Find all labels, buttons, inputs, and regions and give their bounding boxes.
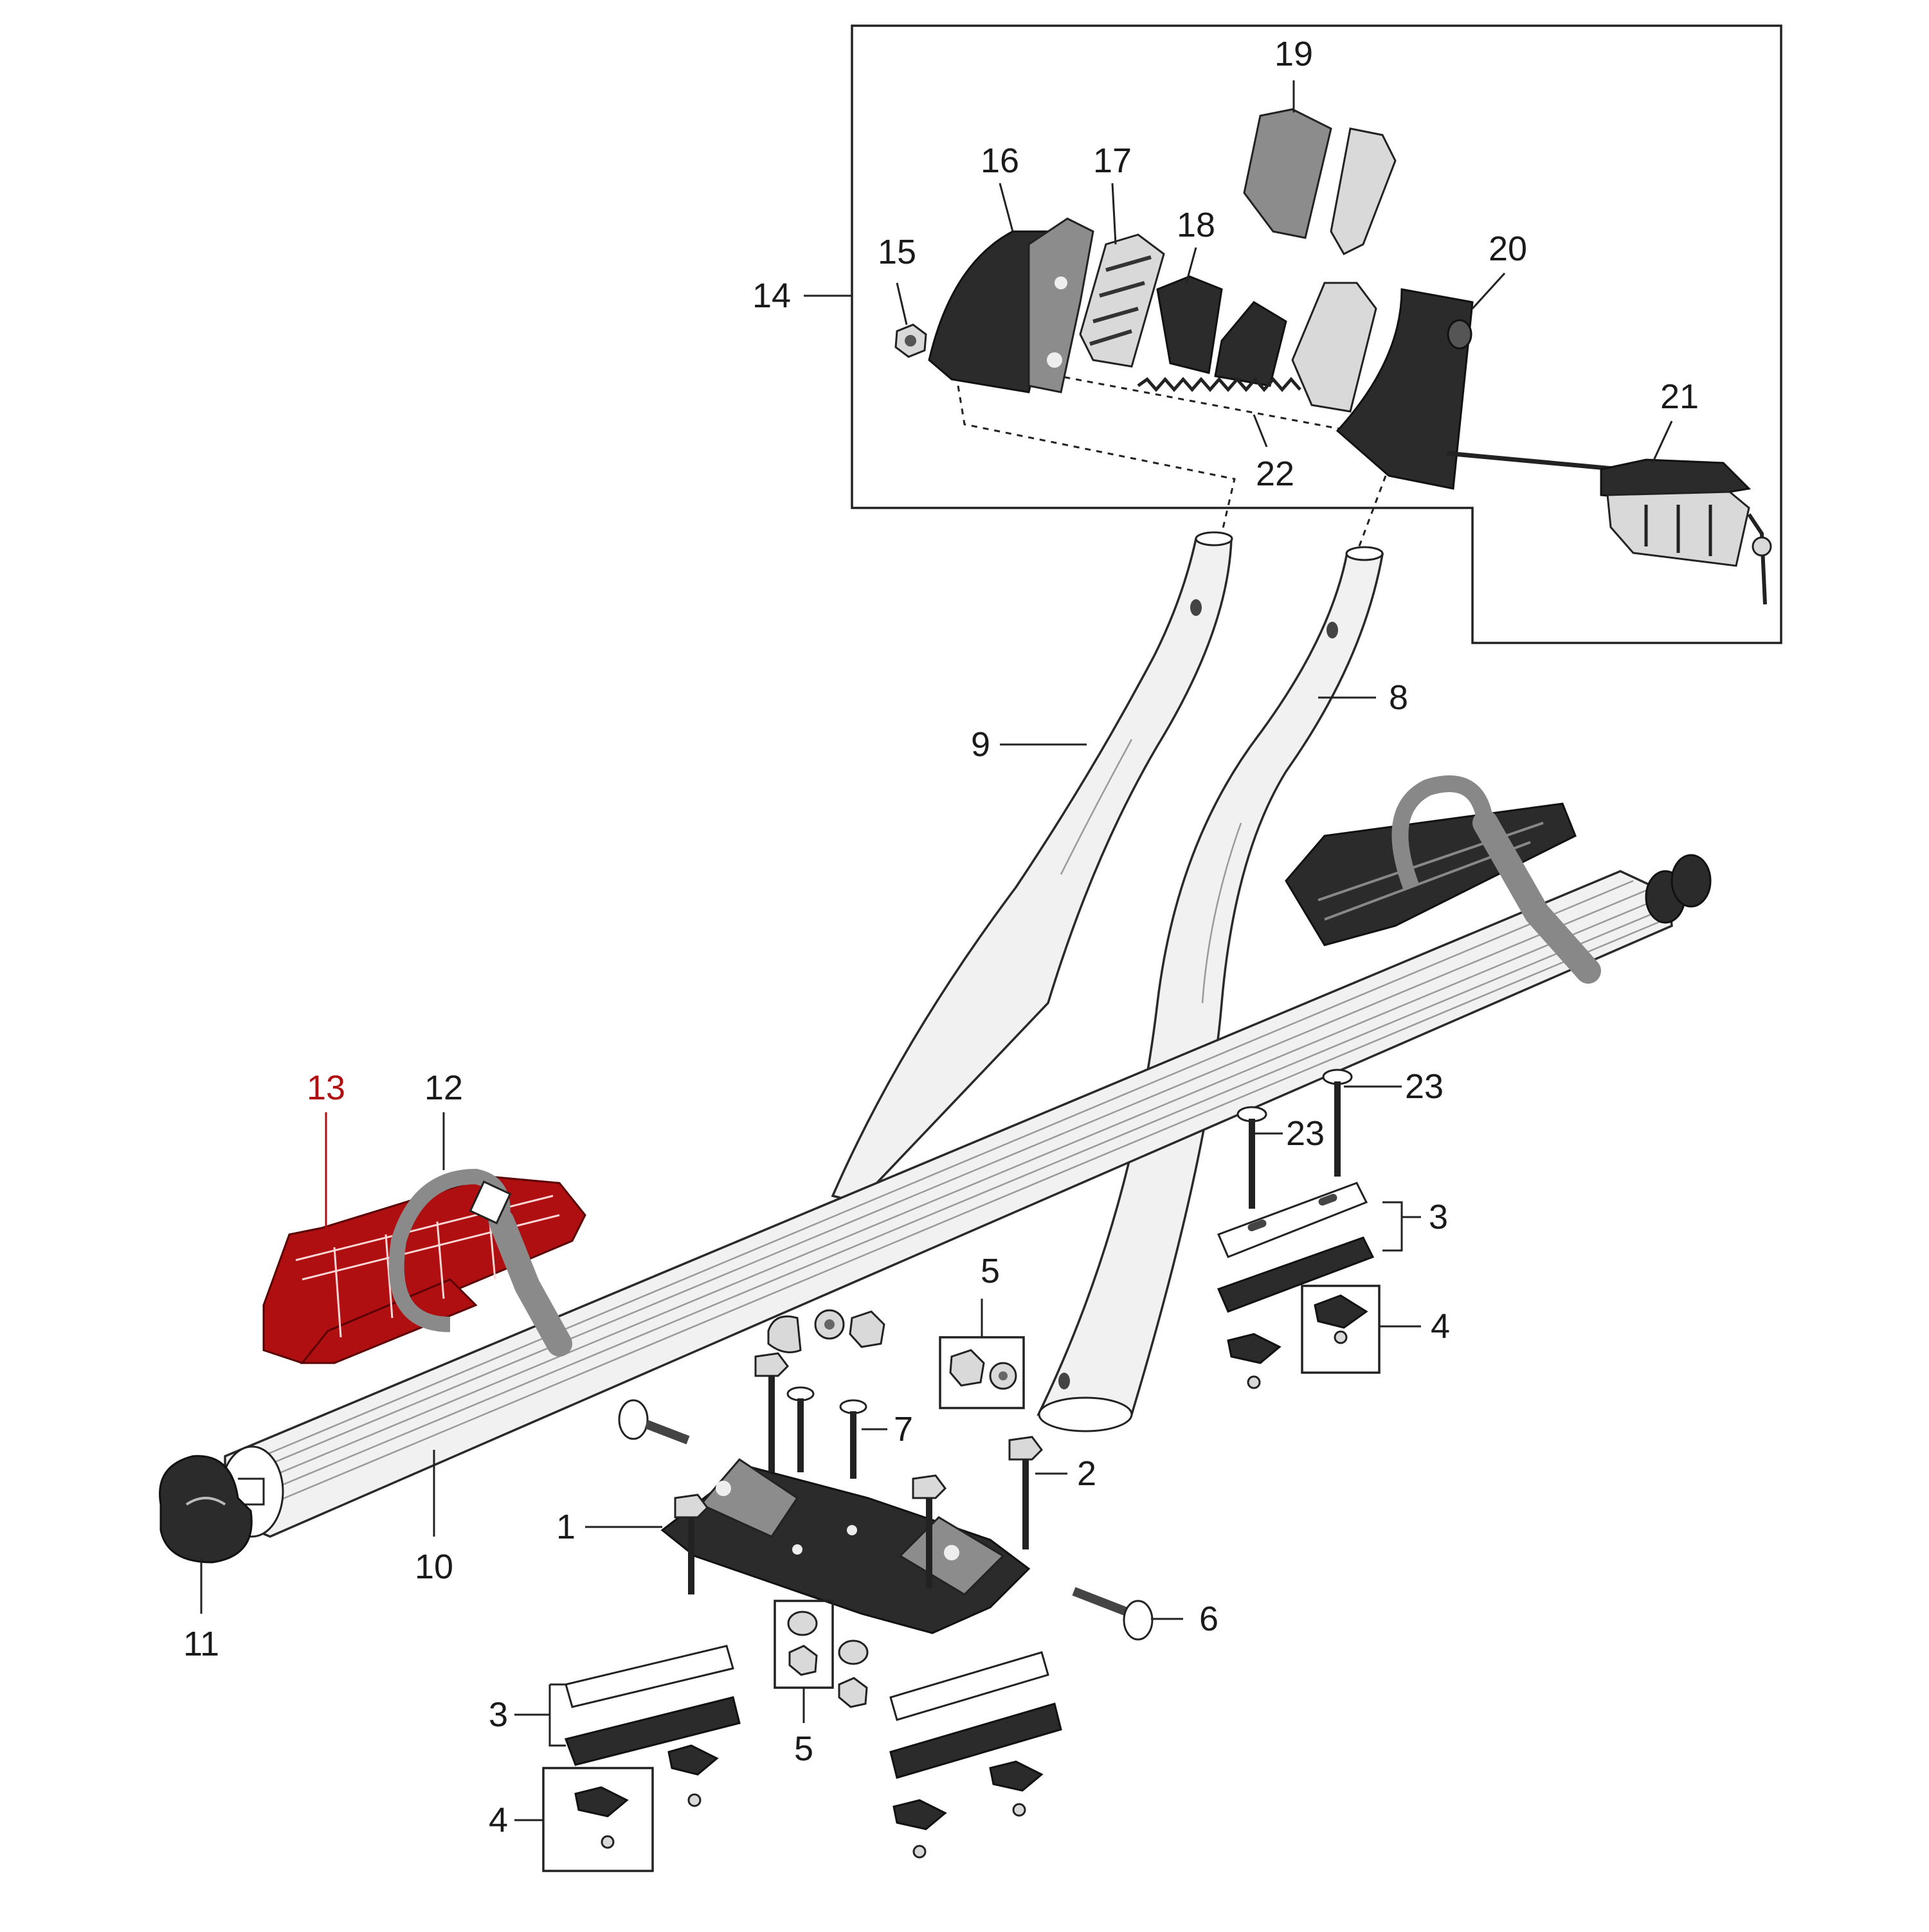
callout-2: 2: [1077, 1454, 1096, 1493]
carriage-bolt-part-23-right: [1322, 1069, 1353, 1177]
nut-washer-set-5-lower: [787, 1611, 818, 1676]
hex-bolt-front-left: [674, 1494, 709, 1594]
assembly-line-left: [957, 385, 1236, 534]
callout-20: 20: [1489, 230, 1527, 268]
assembly-line-right: [1355, 475, 1387, 554]
callout-3-right: 3: [1429, 1198, 1448, 1236]
callout-6: 6: [1199, 1600, 1218, 1638]
end-cap-right: [1645, 854, 1712, 924]
long-screw-part-6: [1072, 1587, 1154, 1641]
callout-1: 1: [556, 1508, 575, 1546]
carriage-bolt-part-23-left: [1236, 1106, 1267, 1209]
detail-box-14: [851, 24, 1782, 644]
callout-11: 11: [183, 1625, 219, 1663]
hex-bolt-part-2: [1008, 1436, 1043, 1549]
loose-washer-nut: [838, 1639, 869, 1708]
strap-part-12: [388, 1168, 572, 1357]
arm-head-part-20: [1336, 288, 1474, 490]
lock-knob-part-21: [1446, 451, 1772, 605]
pad-set-part-3-center: [889, 1651, 1062, 1779]
knob-part-4-lower-c: [892, 1799, 947, 1859]
arm-head-part-16: [928, 217, 1094, 393]
hex-bolt-front-right: [912, 1474, 946, 1588]
callout-12: 12: [424, 1069, 463, 1107]
carriage-bolt-part-7: [839, 1399, 867, 1479]
leader-lines: [200, 80, 1673, 1821]
callout-4-right: 4: [1431, 1307, 1450, 1346]
end-cap-part-11: [159, 1455, 253, 1564]
pad-part-17: [1079, 233, 1165, 368]
rubber-block-part-18: [1156, 275, 1287, 387]
knob-part-4-lower-a: [667, 1744, 719, 1807]
knob-part-4-lower-d: [989, 1760, 1044, 1817]
mount-bracket-part-1: [660, 1458, 1031, 1634]
knob-box-4-right: [1301, 1285, 1381, 1374]
knob-part-4-right-b: [1314, 1294, 1368, 1344]
arm-tube-part-9: [831, 531, 1233, 1204]
hex-bolt-top-left: [754, 1352, 789, 1472]
pad-set-part-3-right: [1217, 1182, 1375, 1313]
callout-18: 18: [1177, 206, 1215, 244]
rail-bar-part-10: [220, 870, 1673, 1538]
knob-box-4-left: [542, 1767, 654, 1872]
nut-washer-set-5-upper: [949, 1349, 1017, 1390]
callout-22: 22: [1256, 455, 1294, 493]
callout-8: 8: [1389, 678, 1408, 717]
callout-23-left: 23: [1286, 1114, 1325, 1153]
callout-3-left: 3: [489, 1695, 508, 1734]
callout-10: 10: [415, 1548, 453, 1586]
callout-15: 15: [878, 233, 916, 271]
callout-17: 17: [1093, 141, 1132, 180]
callout-21: 21: [1660, 377, 1699, 416]
nut-part-15: [894, 323, 927, 358]
knob-part-4-right-a: [1227, 1333, 1281, 1389]
callout-7: 7: [894, 1410, 913, 1449]
callout-13: 13: [307, 1069, 345, 1107]
callout-5-lower: 5: [794, 1729, 813, 1768]
callout-23-right: 23: [1405, 1067, 1444, 1106]
callout-14: 14: [752, 276, 791, 315]
callout-labels: 19 16 17 18 15 20 14 21 22 8 9 13 12 23 …: [183, 35, 1699, 1839]
arm-tube-part-8: [1037, 546, 1384, 1432]
callout-5-upper: 5: [981, 1252, 1000, 1290]
strap-right: [1391, 775, 1601, 984]
carriage-bolt-mid: [786, 1386, 815, 1472]
long-screw-left: [618, 1399, 690, 1445]
callout-9: 9: [971, 725, 990, 764]
clamp-jaw-part-19: [1243, 108, 1397, 413]
pad-set-part-3-left: [565, 1645, 741, 1766]
callout-4-left: 4: [489, 1801, 508, 1839]
callout-19: 19: [1274, 35, 1313, 73]
spring-part-22: [1137, 377, 1301, 392]
washer-nut-cluster-top: [767, 1309, 885, 1353]
callout-16: 16: [981, 141, 1019, 180]
knob-part-4-lower-b: [574, 1786, 629, 1849]
